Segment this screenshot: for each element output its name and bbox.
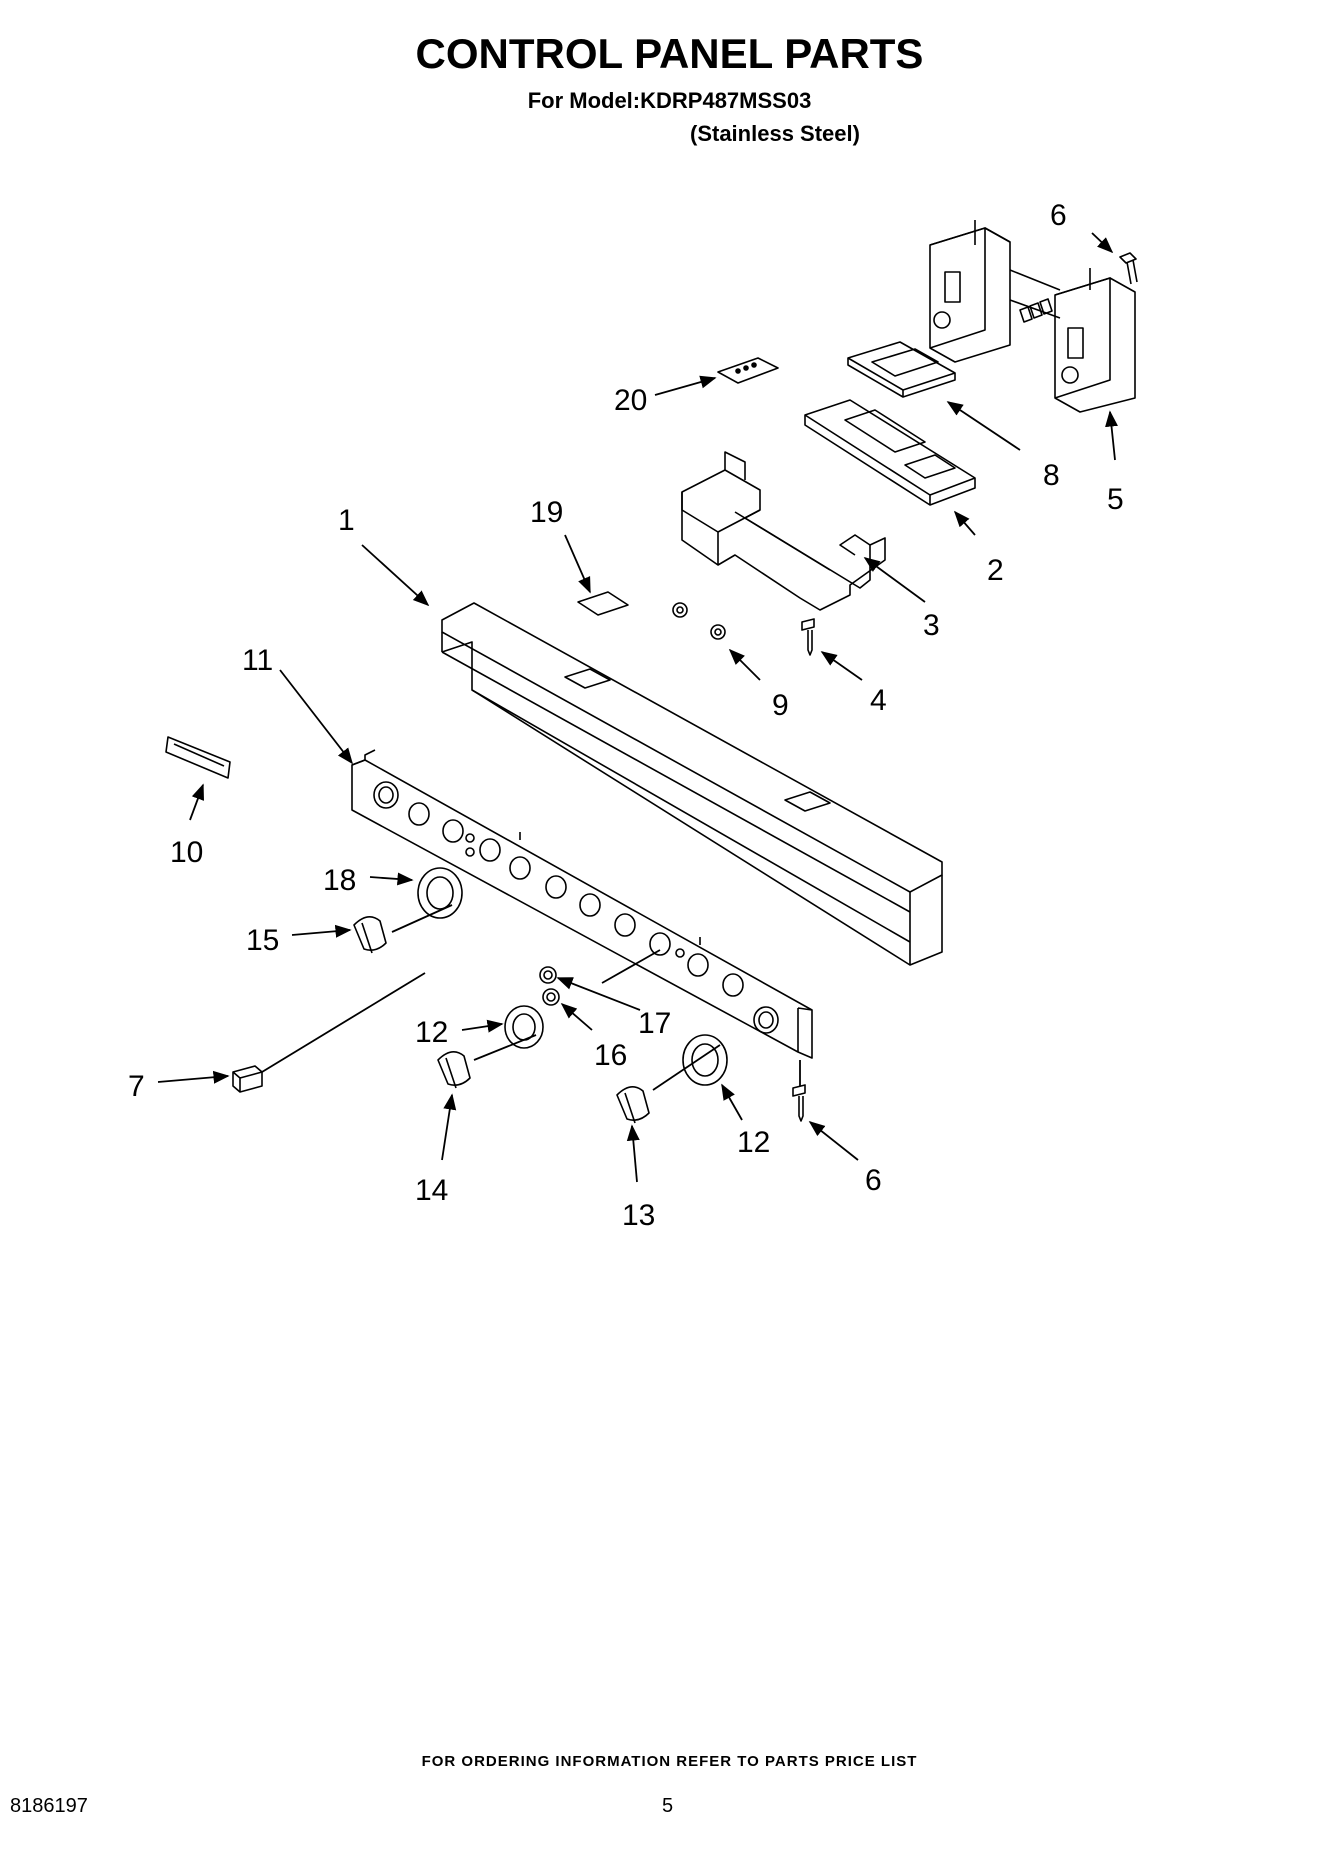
leader-line	[953, 510, 976, 536]
connector-line	[601, 949, 661, 984]
callout-16: 16	[594, 1039, 627, 1072]
callout-19: 19	[530, 496, 563, 529]
document-number: 8186197	[10, 1795, 88, 1817]
housing-part	[681, 451, 886, 611]
callout-11: 11	[242, 644, 273, 677]
callout-5: 5	[1107, 483, 1124, 516]
screw-part	[1119, 252, 1138, 285]
screw-part	[801, 618, 815, 656]
clip-part	[232, 1065, 263, 1093]
callout-12: 12	[737, 1126, 770, 1159]
nameplate-part	[165, 736, 231, 779]
callout-2: 2	[987, 554, 1004, 587]
callout-18: 18	[323, 864, 356, 897]
callout-13: 13	[622, 1199, 655, 1232]
leader-line	[560, 1002, 593, 1031]
connector-line	[652, 1044, 721, 1091]
finish-line: (Stainless Steel)	[690, 121, 860, 146]
clip-part	[672, 602, 726, 640]
leader-line	[820, 651, 863, 681]
label-part	[717, 357, 779, 384]
callout-4: 4	[870, 684, 887, 717]
callout-7: 7	[128, 1070, 145, 1103]
callout-14: 14	[415, 1174, 448, 1207]
control-module-part	[929, 220, 1136, 413]
display-board-part	[847, 341, 956, 398]
leader-line	[361, 544, 430, 607]
model-line: For Model:KDRP487MSS03	[527, 88, 812, 113]
leader-line	[564, 534, 591, 594]
leader-line	[461, 1019, 504, 1033]
callout-20: 20	[614, 384, 647, 417]
leader-line	[626, 1124, 640, 1183]
callout-3: 3	[923, 609, 940, 642]
leader-line	[728, 648, 761, 681]
knob-part	[437, 1051, 471, 1089]
leader-line	[441, 1093, 457, 1161]
callout-6: 6	[865, 1164, 882, 1197]
leader-line	[1091, 232, 1114, 254]
leader-line	[808, 1120, 859, 1161]
leader-line	[291, 924, 352, 938]
leader-line	[556, 977, 641, 1011]
callout-12: 12	[415, 1016, 448, 1049]
leader-line	[721, 1083, 743, 1121]
leader-line	[279, 669, 353, 765]
leader-line	[946, 401, 1021, 451]
small-part	[539, 966, 560, 1006]
connector-line	[261, 972, 426, 1073]
face-panel-part	[351, 749, 813, 1059]
callout-17: 17	[638, 1007, 671, 1040]
ordering-note: FOR ORDERING INFORMATION REFER TO PARTS …	[421, 1753, 918, 1770]
bracket-plate-part	[804, 399, 976, 506]
leader-line	[1105, 410, 1118, 461]
callout-9: 9	[772, 689, 789, 722]
leader-line	[369, 872, 414, 886]
callout-1: 1	[338, 504, 355, 537]
knob-bezel-part	[682, 1034, 728, 1086]
callout-8: 8	[1043, 459, 1060, 492]
leader-line	[157, 1070, 230, 1084]
connector-line	[391, 904, 453, 933]
knob-part	[616, 1086, 650, 1124]
callout-6: 6	[1050, 199, 1067, 232]
leader-line	[863, 557, 926, 603]
leader-line	[189, 783, 204, 821]
knob-part	[353, 916, 387, 954]
leader-line	[654, 375, 717, 396]
panel-frame-part	[441, 602, 943, 966]
decal-part	[577, 591, 629, 616]
screw-part	[792, 1084, 806, 1122]
connector-line	[473, 1034, 537, 1061]
callout-15: 15	[246, 924, 279, 957]
page-title: CONTROL PANEL PARTS	[415, 30, 924, 77]
knob-bezel-part	[504, 1005, 544, 1049]
knob-bezel-part	[417, 867, 463, 919]
page-number: 5	[662, 1795, 674, 1817]
callout-10: 10	[170, 836, 203, 869]
